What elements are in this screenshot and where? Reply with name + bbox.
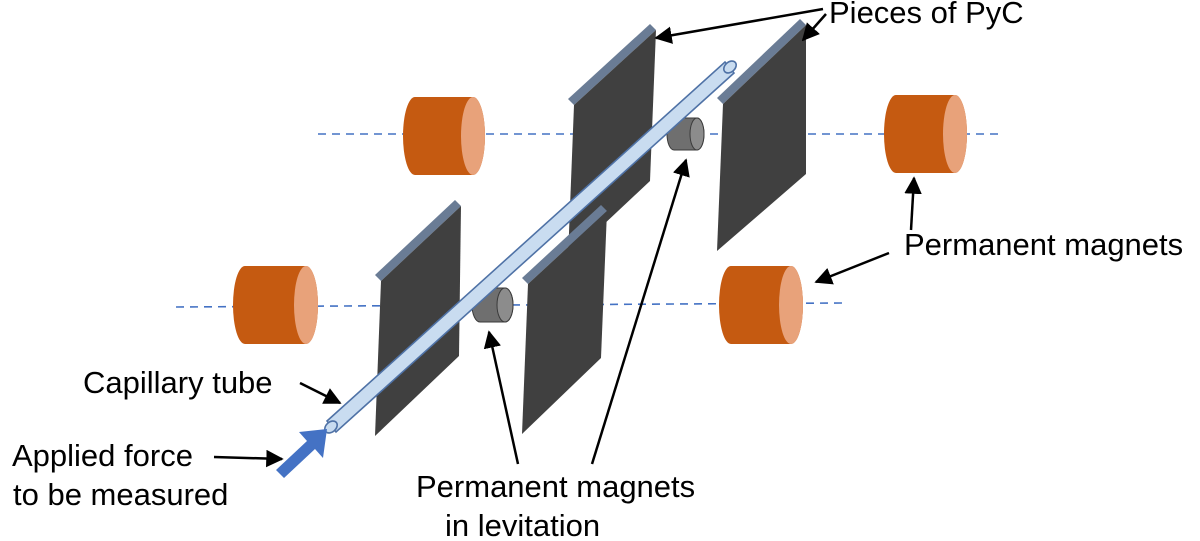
magnet-arrow-lower bbox=[814, 251, 890, 285]
applied-force-arrow-leader bbox=[213, 449, 284, 468]
permanent-magnet-lower-right bbox=[719, 266, 803, 344]
pyc-plate-upper-right bbox=[717, 19, 806, 251]
capillary-tube bbox=[324, 60, 737, 434]
capillary-arrow bbox=[299, 381, 342, 405]
label-levitation-line1: Permanent magnets bbox=[416, 469, 695, 504]
label-applied-force-line2: to be measured bbox=[13, 477, 228, 512]
leader-arrows bbox=[213, 7, 922, 468]
applied-force-arrow bbox=[276, 429, 327, 478]
label-levitation-line2: in levitation bbox=[445, 508, 600, 541]
pyc-plate-lower-right bbox=[522, 205, 607, 434]
pyc-arrow-left bbox=[654, 7, 824, 44]
levitation-arrow-lower bbox=[483, 330, 520, 465]
permanent-magnet-upper-right bbox=[884, 95, 967, 173]
permanent-magnet-upper-left bbox=[403, 97, 485, 175]
levitation-arrow-upper bbox=[590, 158, 690, 465]
magnet-arrow-upper bbox=[904, 176, 922, 231]
label-applied-force-line1: Applied force bbox=[12, 438, 193, 473]
pyc-arrow-right bbox=[801, 13, 827, 42]
label-pieces-of-pyc: Pieces of PyC bbox=[829, 0, 1024, 30]
permanent-magnet-lower-left bbox=[233, 266, 318, 344]
label-capillary-tube: Capillary tube bbox=[83, 365, 273, 400]
label-permanent-magnets: Permanent magnets bbox=[904, 227, 1183, 262]
